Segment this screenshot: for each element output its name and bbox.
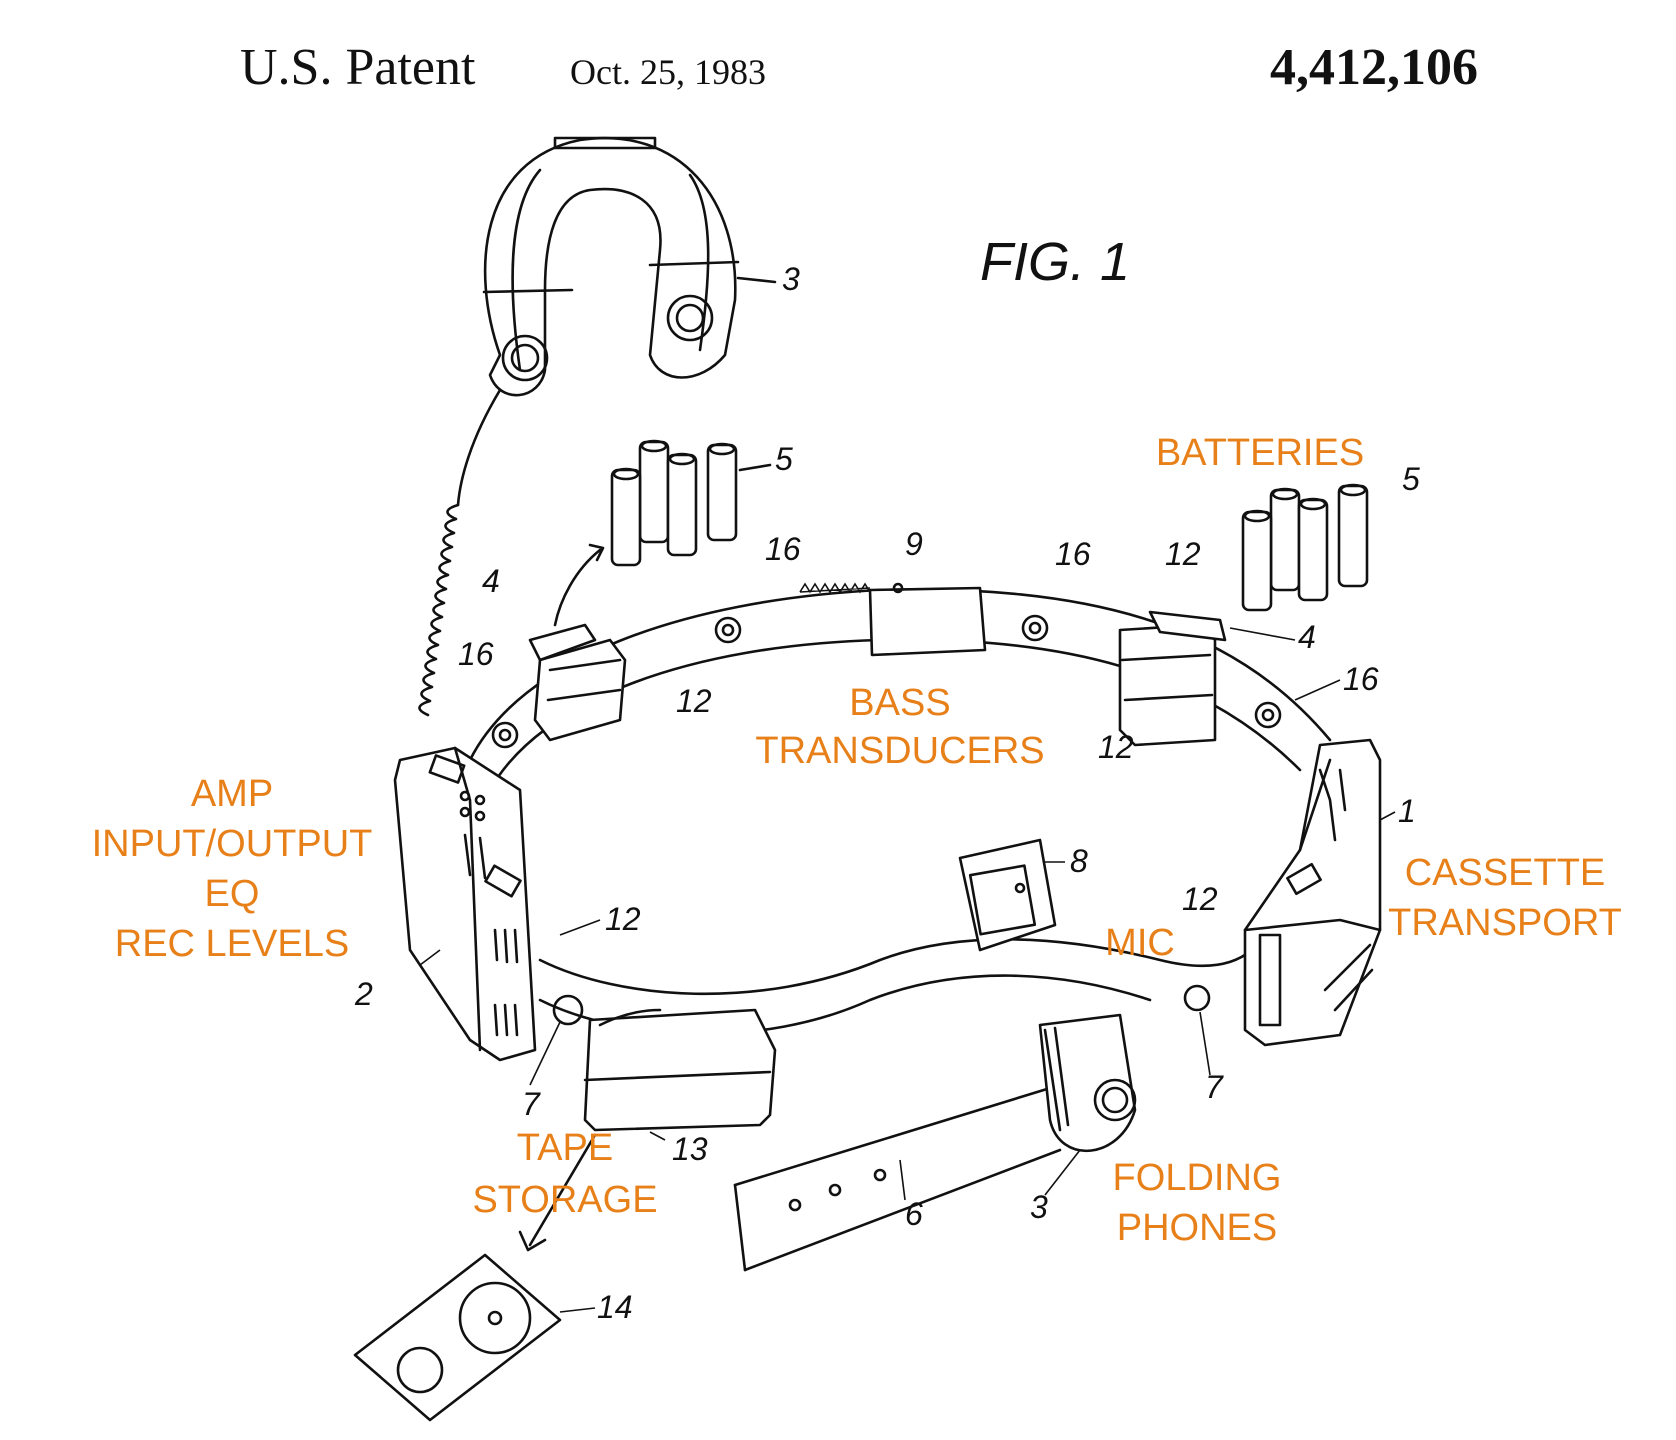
ref-jack-d: 16: [458, 636, 494, 672]
transducer-right-drawing: [1118, 610, 1227, 747]
ref-cassette-unit: 1: [1398, 793, 1416, 829]
transducer-left-drawing: [528, 623, 627, 742]
speaker-left-drawing: [552, 994, 584, 1026]
folding-phones-drawing: [1038, 1013, 1137, 1153]
strap-drawing: [733, 1083, 1062, 1272]
ref-batteries-left: 5: [775, 441, 793, 477]
annotations: BATTERIES BASS TRANSDUCERS AMP INPUT/OUT…: [92, 432, 1622, 1249]
patent-date: Oct. 25, 1983: [570, 52, 766, 92]
annotation-phones-1: FOLDING: [1113, 1157, 1282, 1199]
ref-mic-top: 9: [905, 526, 923, 562]
ref-transducer-a: 12: [1165, 536, 1201, 572]
buckle-drawing: [958, 838, 1057, 952]
annotation-bass-1: BASS: [849, 682, 950, 724]
ref-transducer-d: 12: [605, 901, 641, 937]
leader-line: [736, 276, 777, 284]
batteries-right-drawing: [1241, 483, 1369, 612]
arrow-battery: [553, 543, 605, 627]
annotation-batteries: BATTERIES: [1156, 432, 1364, 474]
ref-jack-a: 16: [765, 531, 801, 567]
annotation-amp-1: AMP: [191, 773, 273, 815]
patent-title: U.S. Patent: [240, 39, 476, 96]
annotation-cassette-2: TRANSPORT: [1388, 902, 1622, 944]
ref-cassette: 14: [597, 1289, 633, 1325]
ref-amp-unit: 2: [354, 976, 373, 1012]
ref-tape-box: 13: [672, 1131, 708, 1167]
annotation-cassette-1: CASSETTE: [1405, 852, 1606, 894]
annotation-bass-2: TRANSDUCERS: [755, 730, 1044, 772]
ref-clip-right: 4: [1298, 619, 1316, 655]
ref-clip-left: 4: [482, 563, 500, 599]
annotation-amp-2: INPUT/OUTPUT: [92, 823, 373, 865]
ref-strap: 6: [905, 1196, 923, 1232]
cassette-unit-drawing: [1243, 738, 1382, 1047]
ref-speaker-left: 7: [522, 1086, 541, 1122]
leader-lines: [419, 627, 1396, 1313]
cassette-drawing: [353, 1253, 562, 1422]
patent-number: 4,412,106: [1270, 39, 1478, 96]
annotation-tape-1: TAPE: [517, 1127, 613, 1169]
amp-unit-drawing: [393, 746, 537, 1062]
annotation-tape-2: STORAGE: [472, 1179, 657, 1221]
tape-storage-drawing: [583, 1008, 777, 1132]
ref-transducer-b: 12: [676, 683, 712, 719]
annotation-phones-2: PHONES: [1117, 1207, 1277, 1249]
speaker-right-drawing: [1183, 984, 1211, 1012]
ref-jack-c: 16: [1343, 661, 1379, 697]
ref-speaker-right: 7: [1205, 1069, 1224, 1105]
ref-transducer-c: 12: [1098, 729, 1134, 765]
ref-headphones-top: 3: [782, 261, 800, 297]
arrow-tape: [518, 1133, 597, 1252]
figure-label: FIG. 1: [980, 232, 1130, 292]
batteries-left-drawing: [610, 439, 772, 567]
ref-buckle: 8: [1070, 843, 1088, 879]
ref-jack-b: 16: [1055, 536, 1091, 572]
annotation-amp-4: REC LEVELS: [115, 923, 349, 965]
ref-transducer-e: 12: [1182, 881, 1218, 917]
annotation-mic: MIC: [1105, 922, 1175, 964]
ref-batteries-right: 5: [1402, 461, 1420, 497]
annotation-amp-3: EQ: [205, 873, 260, 915]
ref-phones-bottom: 3: [1030, 1189, 1048, 1225]
headphones-top-drawing: [418, 136, 740, 717]
